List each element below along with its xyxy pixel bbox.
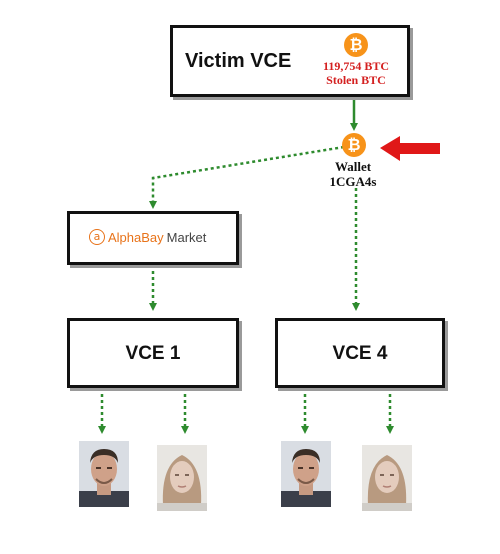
bitcoin-icon: ₿ — [344, 33, 368, 57]
female-portrait-photo — [157, 445, 207, 511]
victim-amount: 119,754 BTC — [322, 59, 389, 73]
wallet-label: Wallet — [334, 159, 372, 174]
red-pointer-arrow — [380, 136, 440, 161]
alphabay-name: AlphaBay — [108, 229, 164, 245]
vce1-label: VCE 1 — [125, 343, 181, 364]
market-word: Market — [166, 229, 207, 245]
male-portrait-photo-2 — [281, 441, 331, 507]
vce4-label: VCE 4 — [332, 343, 388, 364]
alphabay-logo: a AlphaBay Market — [89, 229, 206, 245]
alphabay-market-box: a AlphaBay Market — [67, 211, 239, 265]
vce4-box: VCE 4 — [275, 318, 445, 388]
wallet-bitcoin-icon: ₿ — [342, 133, 366, 157]
victim-subtitle: Stolen BTC — [326, 73, 386, 87]
victim-vce-box: Victim VCE ₿ 119,754 BTC Stolen BTC — [170, 25, 410, 97]
male-portrait-photo — [79, 441, 129, 507]
victim-vce-title: Victim VCE — [185, 50, 292, 72]
wallet-to-alphabay-arrow — [149, 145, 345, 209]
wallet-address: 1CGA4s — [329, 174, 377, 189]
vce1-box: VCE 1 — [67, 318, 239, 388]
female-portrait-photo-2 — [362, 445, 412, 511]
alphabay-logo-icon: a — [89, 229, 105, 245]
